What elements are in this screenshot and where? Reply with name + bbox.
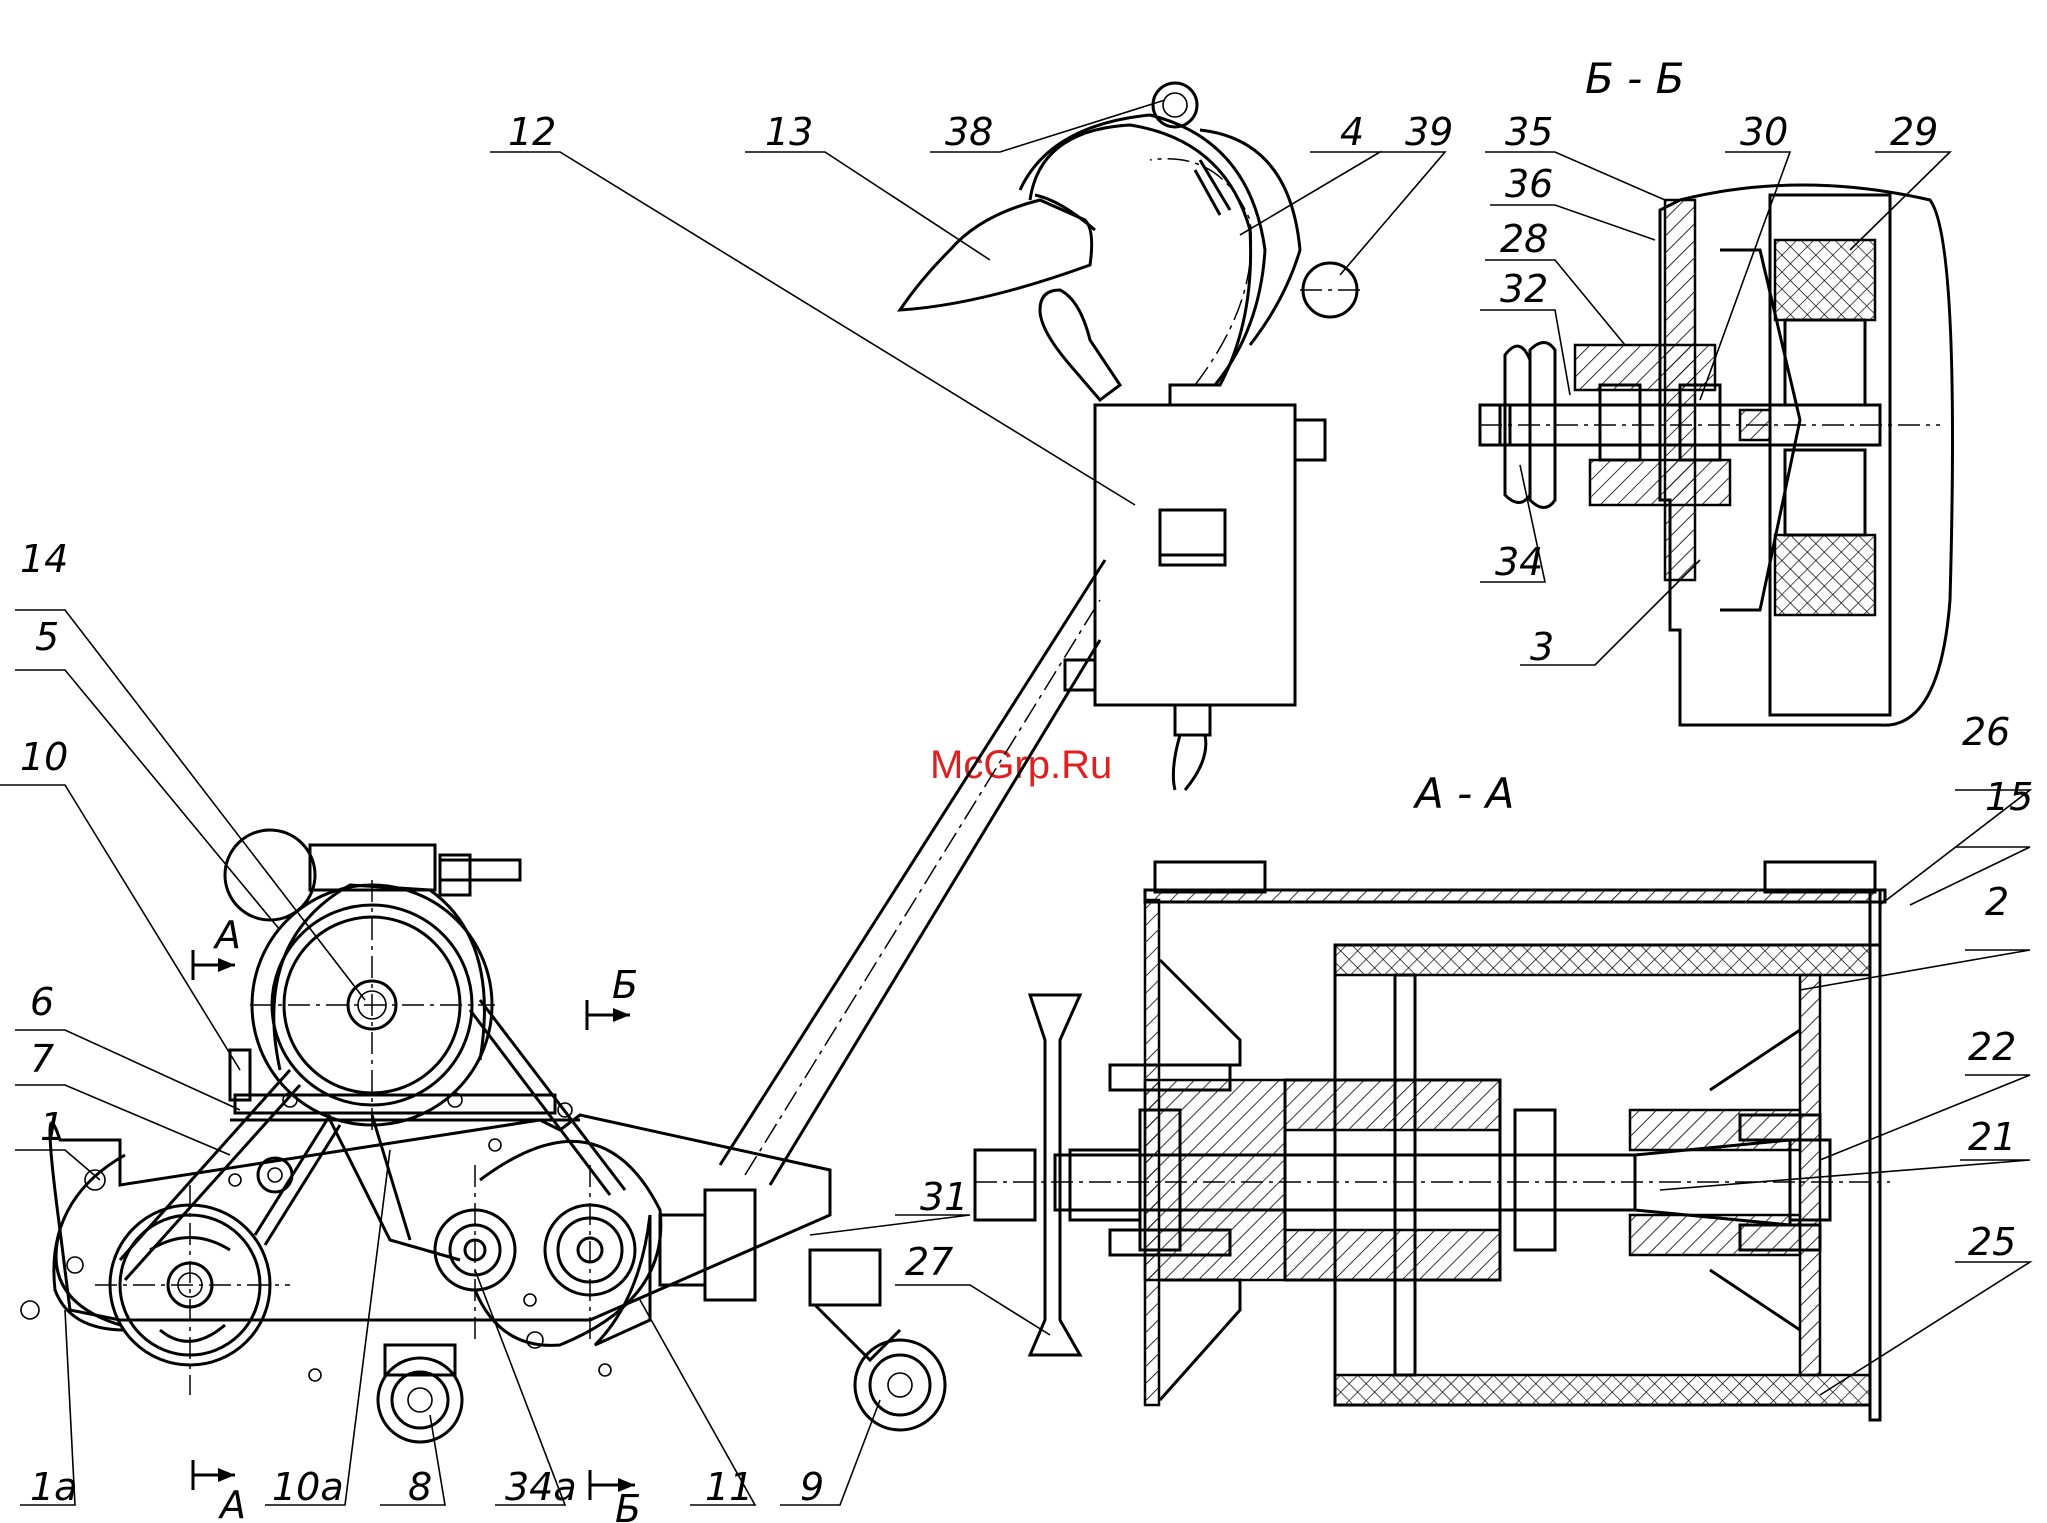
section-aa: А - А <box>975 769 1890 1420</box>
section-mark-b-lower: Б <box>615 1487 641 1523</box>
label-6: 6 <box>30 980 54 1024</box>
label-2: 2 <box>1985 880 2009 924</box>
label-11: 11 <box>705 1465 753 1509</box>
label-9: 9 <box>800 1465 824 1509</box>
label-15: 15 <box>1985 775 2033 819</box>
label-27: 27 <box>905 1240 953 1284</box>
section-title-bb: Б - Б <box>1585 54 1684 103</box>
leader-lines <box>0 100 2030 1505</box>
label-13: 13 <box>765 110 813 154</box>
label-39: 39 <box>1405 110 1453 154</box>
label-21: 21 <box>1968 1115 2016 1159</box>
label-1a: 1а <box>30 1465 77 1509</box>
label-14: 14 <box>20 537 68 581</box>
label-12: 12 <box>508 110 556 154</box>
label-3: 3 <box>1530 625 1554 669</box>
label-8: 8 <box>408 1465 432 1509</box>
machine-side-view <box>21 830 945 1442</box>
label-34a: 34а <box>505 1465 577 1509</box>
section-mark-a-lower: А <box>217 1483 246 1523</box>
label-26: 26 <box>1962 710 2010 754</box>
label-5: 5 <box>35 615 59 659</box>
label-4: 4 <box>1340 110 1364 154</box>
label-31: 31 <box>920 1175 968 1219</box>
section-mark-a-upper: А <box>212 913 241 957</box>
label-1: 1 <box>40 1105 64 1149</box>
label-32: 32 <box>1500 267 1548 311</box>
label-30: 30 <box>1740 110 1788 154</box>
label-35: 35 <box>1505 110 1553 154</box>
label-38: 38 <box>945 110 993 154</box>
section-mark-b-upper: Б <box>612 963 638 1007</box>
label-10a: 10а <box>272 1465 344 1509</box>
label-36: 36 <box>1505 162 1553 206</box>
label-34: 34 <box>1495 540 1543 584</box>
label-7: 7 <box>30 1037 54 1081</box>
section-title-aa: А - А <box>1412 769 1514 818</box>
callout-labels: 14 5 10 6 7 1 1а 10а 8 34а 11 9 31 27 12… <box>20 110 2033 1509</box>
label-22: 22 <box>1968 1025 2016 1069</box>
label-28: 28 <box>1500 217 1548 261</box>
label-25: 25 <box>1968 1220 2016 1264</box>
label-29: 29 <box>1890 110 1938 154</box>
label-10: 10 <box>20 735 68 779</box>
handle-assembly <box>720 83 1360 1185</box>
watermark: McGrp.Ru <box>930 743 1112 787</box>
